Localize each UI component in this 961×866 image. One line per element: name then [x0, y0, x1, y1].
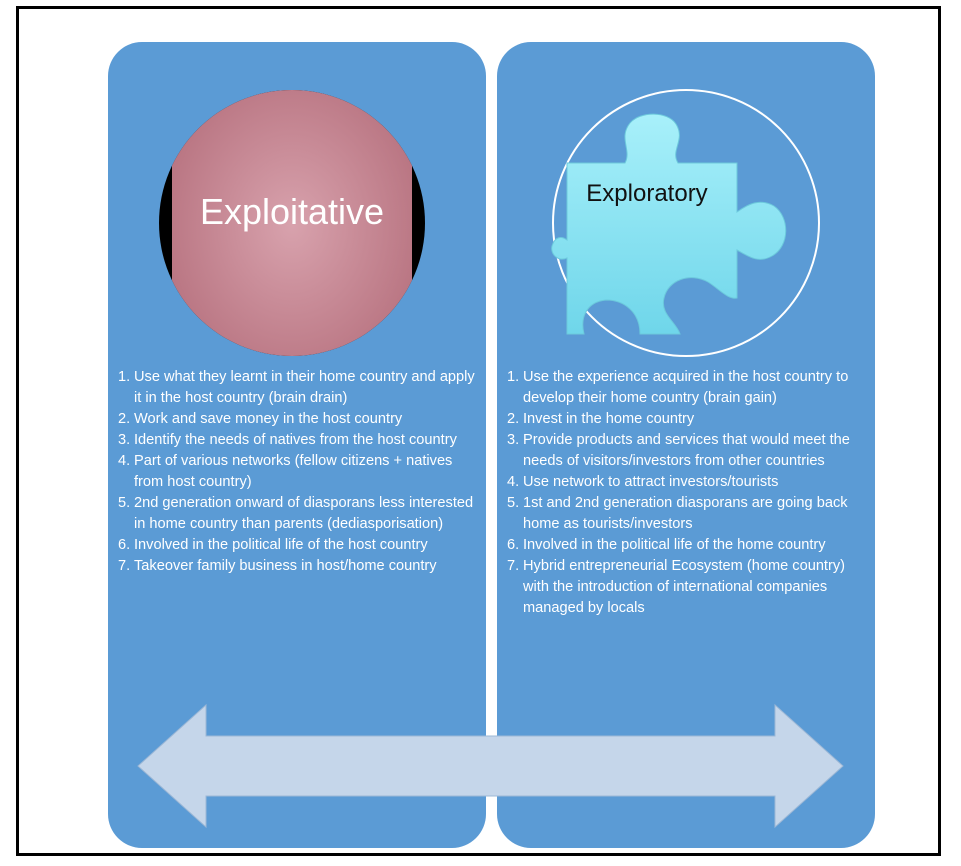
- exploitative-circle: [159, 90, 425, 356]
- list-item: 2.Invest in the home country: [507, 411, 695, 427]
- list-item: 6.Involved in the political life of the …: [118, 537, 428, 553]
- list-item: 4.Use network to attract investors/touri…: [507, 474, 779, 490]
- list-item: 5.1st and 2nd generation diasporans are …: [507, 495, 848, 532]
- double-arrow-icon: [137, 703, 844, 829]
- list-item: 5.2nd generation onward of diasporans le…: [118, 495, 474, 532]
- list-item: 1.Use what they learnt in their home cou…: [118, 369, 475, 406]
- list-item: 7.Hybrid entrepreneurial Ecosystem (home…: [507, 558, 846, 616]
- exploratory-circle: [551, 89, 820, 357]
- exploitative-list: 1.Use what they learnt in their home cou…: [118, 367, 480, 577]
- list-item: 6.Involved in the political life of the …: [507, 537, 826, 553]
- list-item: 7.Takeover family business in host/home …: [118, 558, 437, 574]
- list-item: 3.Provide products and services that wou…: [507, 432, 850, 469]
- list-item: 3.Identify the needs of natives from the…: [118, 432, 457, 448]
- list-item: 4.Part of various networks (fellow citiz…: [118, 453, 453, 490]
- list-item: 2.Work and save money in the host countr…: [118, 411, 403, 427]
- list-item: 1.Use the experience acquired in the hos…: [507, 369, 849, 406]
- exploratory-label: Exploratory: [586, 180, 708, 207]
- puzzle-piece-icon: [551, 113, 787, 335]
- exploitative-label: Exploitative: [199, 191, 385, 232]
- exploratory-list: 1.Use the experience acquired in the hos…: [507, 367, 869, 619]
